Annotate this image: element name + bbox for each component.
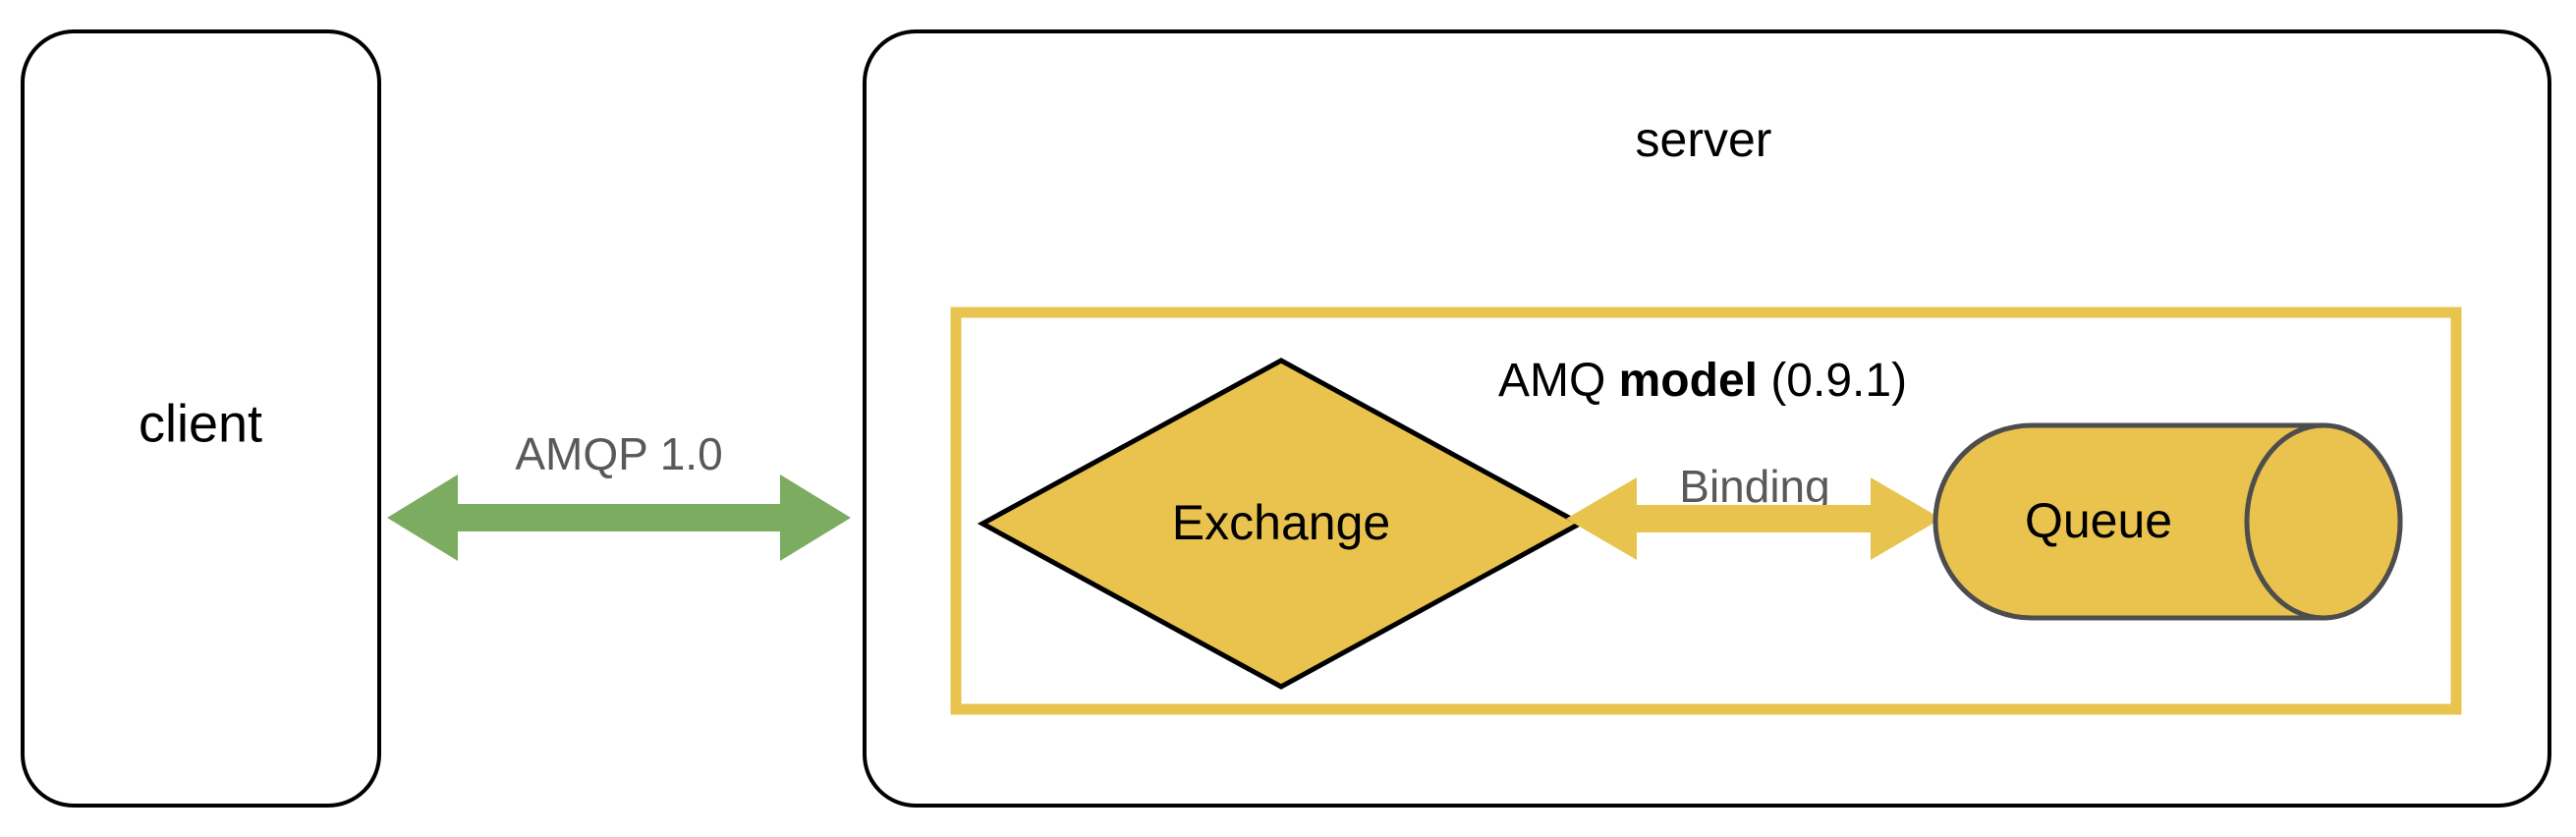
amq-model-group[interactable]: AMQ model (0.9.1) Exchange Binding Queue [950, 307, 2462, 715]
amqp-link[interactable]: AMQP 1.0 [387, 428, 851, 561]
client-box[interactable] [21, 29, 381, 808]
amq-model-label-bold: model [1619, 355, 1758, 407]
exchange-diamond-shape[interactable] [977, 358, 1586, 690]
queue-node[interactable]: Queue [1932, 422, 2403, 621]
exchange-node[interactable]: Exchange [977, 358, 1586, 690]
amqp-double-arrow-icon[interactable] [387, 474, 851, 561]
amq-model-label: AMQ model (0.9.1) [1498, 355, 1907, 407]
server-label: server [1636, 112, 1772, 167]
queue-label: Queue [2025, 493, 2172, 548]
amq-model-label-suffix: (0.9.1) [1758, 355, 1907, 407]
binding-double-arrow-icon[interactable] [1566, 477, 1941, 560]
client-node[interactable]: client [21, 29, 381, 808]
exchange-label: Exchange [1172, 495, 1390, 550]
binding-link-label: Binding [1679, 461, 1829, 512]
amq-model-label-prefix: AMQ [1498, 355, 1619, 407]
queue-cylinder-cap [2244, 422, 2403, 621]
client-label: client [139, 394, 262, 453]
binding-link[interactable]: Binding [1566, 461, 1941, 560]
amqp-link-label: AMQP 1.0 [515, 428, 722, 479]
